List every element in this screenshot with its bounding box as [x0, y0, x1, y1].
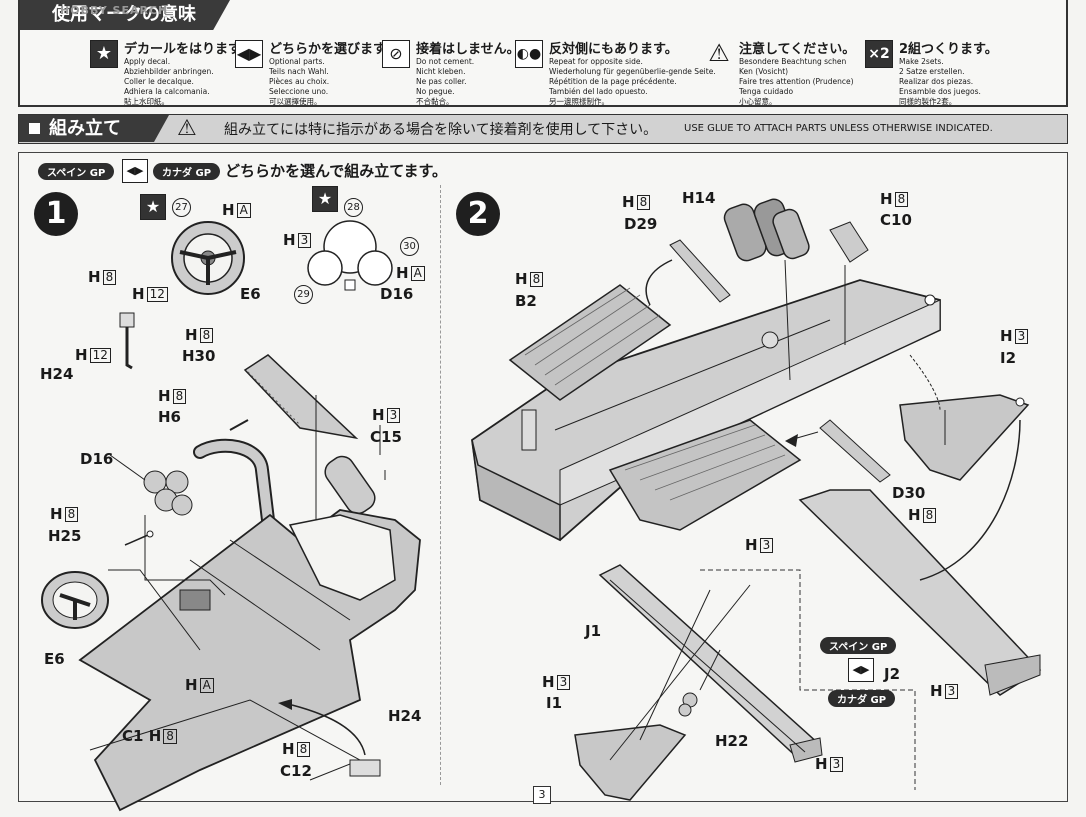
label-d16: D16 — [80, 450, 114, 468]
step-1-number: 1 — [34, 192, 78, 236]
decal-number-30: 30 — [400, 237, 419, 256]
assembly-header: 組み立て ⚠ 組み立てには特に指示がある場合を除いて接着剤を使用して下さい。 U… — [18, 114, 1068, 144]
label-d16-top: D16 — [380, 285, 414, 303]
label-i1: I1 — [546, 694, 563, 712]
assembly-note-en: USE GLUE TO ATTACH PARTS UNLESS OTHERWIS… — [684, 123, 993, 134]
label-e6: E6 — [44, 650, 65, 668]
choice-text: どちらかを選んで組み立てます。 — [225, 162, 448, 180]
label-h22: H22 — [715, 732, 749, 750]
step-divider — [440, 185, 441, 785]
label-e6-top: E6 — [240, 285, 261, 303]
decal-number-27: 27 — [172, 198, 191, 217]
watermark: HOBBY SEARCH — [60, 4, 169, 17]
decal-star-icon: ★ — [90, 40, 118, 68]
opposite-side-icon: ◐● — [515, 40, 543, 68]
choice-arrows-icon: ◀▶ — [848, 658, 874, 682]
no-glue-icon: ⊘ — [382, 40, 410, 68]
label-d30: D30 — [892, 484, 926, 502]
label-h14: H14 — [682, 189, 716, 207]
label-h6: H6 — [158, 408, 181, 426]
legend-title: 使用マークの意味 — [20, 0, 230, 30]
decal-star-icon: ★ — [312, 186, 338, 212]
choice-arrows-icon: ◀▶ — [122, 159, 148, 183]
label-d29: D29 — [624, 215, 658, 233]
page-number: 3 — [533, 786, 551, 804]
assembly-note: 組み立てには特に指示がある場合を除いて接着剤を使用して下さい。 — [224, 122, 658, 138]
caution-icon: ⚠ — [708, 39, 730, 67]
label-c15: C15 — [370, 428, 402, 446]
choice-arrows-icon: ◀▶ — [235, 40, 263, 68]
label-b2: B2 — [515, 292, 537, 310]
label-j2: J2 — [884, 665, 901, 683]
make-two-icon: ×2 — [865, 40, 893, 68]
symbol-legend: 使用マークの意味 HOBBY SEARCH ★ デカールをはります。 Apply… — [18, 0, 1068, 107]
label-h30: H30 — [182, 347, 216, 365]
label-j1: J1 — [585, 622, 602, 640]
label-c12: C12 — [280, 762, 312, 780]
label-h24: H24 — [40, 365, 74, 383]
label-h24-b: H24 — [388, 707, 422, 725]
decal-star-icon: ★ — [140, 194, 166, 220]
canada-gp-badge: カナダ GP — [153, 163, 221, 180]
label-h25: H25 — [48, 527, 82, 545]
caution-icon: ⚠ — [177, 116, 197, 141]
spain-gp-badge: スペイン GP — [38, 163, 115, 180]
decal-number-28: 28 — [344, 198, 363, 217]
step-2-number: 2 — [456, 192, 500, 236]
label-c10: C10 — [880, 211, 912, 229]
canada-gp-badge: カナダ GP — [828, 690, 896, 707]
spain-gp-badge: スペイン GP — [820, 637, 897, 654]
decal-number-29: 29 — [294, 285, 313, 304]
assembly-title: 組み立て — [19, 115, 169, 142]
label-i2: I2 — [1000, 349, 1017, 367]
